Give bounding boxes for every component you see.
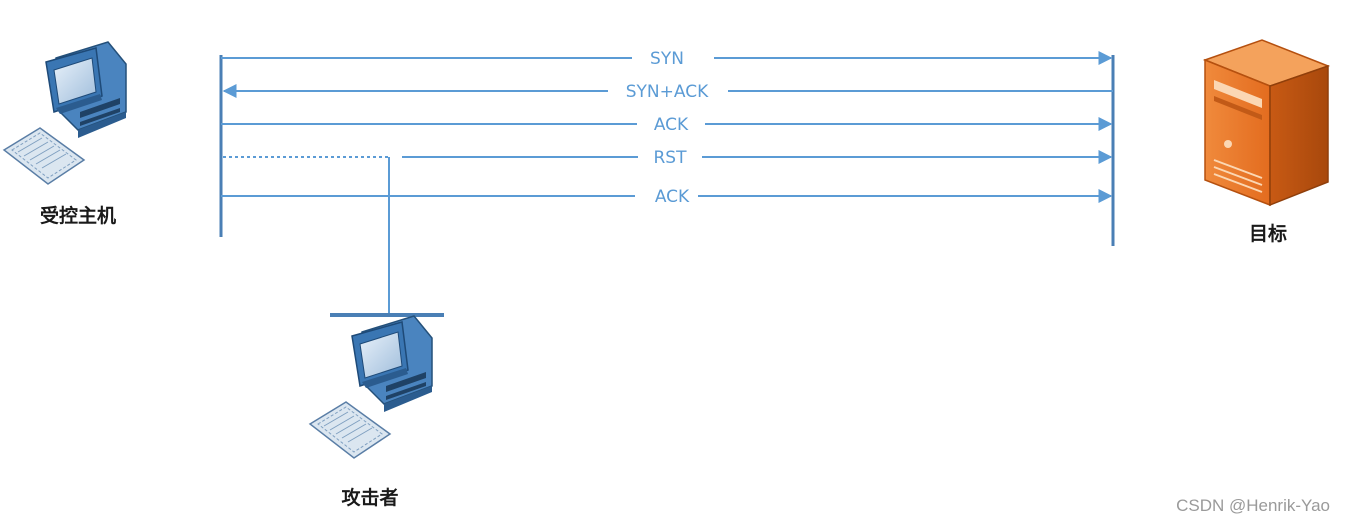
message-syn: SYN	[221, 49, 1113, 69]
message-rst: RST	[223, 148, 1113, 168]
target-node: 目标	[1202, 39, 1331, 245]
attacker-node: 攻击者	[309, 315, 433, 509]
server-tower-icon	[1202, 39, 1331, 207]
message-label: RST	[654, 148, 688, 168]
message-ack-final: ACK	[221, 187, 1113, 207]
controlled-host-node: 受控主机	[3, 41, 127, 227]
message-label: ACK	[654, 115, 689, 135]
message-ack: ACK	[221, 115, 1113, 135]
attacker-label: 攻击者	[341, 486, 398, 509]
desktop-computer-icon	[309, 315, 433, 459]
message-label: ACK	[655, 187, 690, 207]
desktop-computer-icon	[3, 41, 127, 185]
watermark: CSDN @Henrik-Yao	[1176, 496, 1330, 515]
target-label: 目标	[1249, 223, 1287, 245]
controlled-host-label: 受控主机	[40, 204, 116, 227]
message-label: SYN+ACK	[626, 82, 709, 102]
message-label: SYN	[650, 49, 684, 69]
message-syn-ack: SYN+ACK	[222, 82, 1113, 102]
